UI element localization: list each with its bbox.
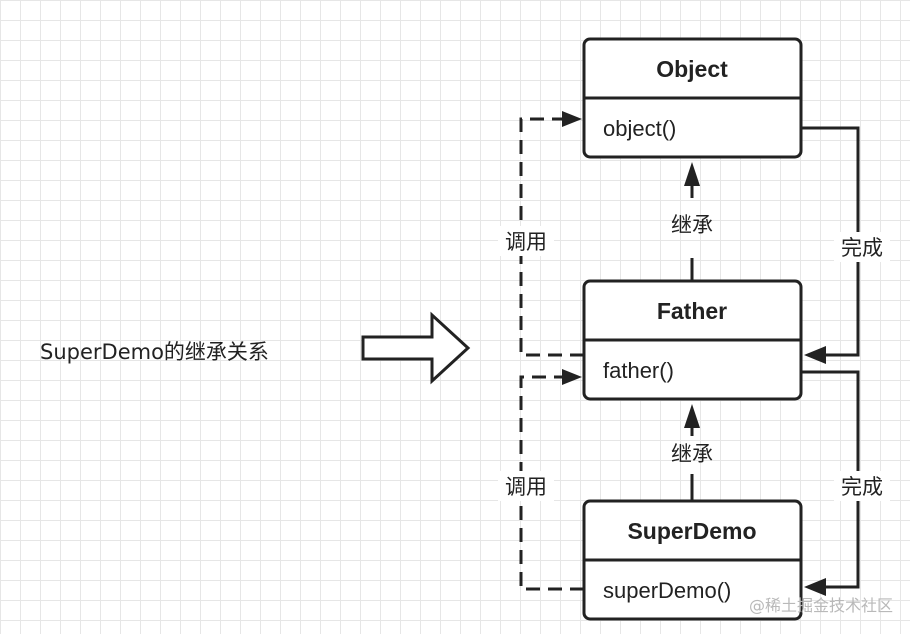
- call-arrow-superdemo-father: [519, 369, 584, 591]
- label-bg-complete-1: [834, 232, 890, 262]
- label-inherit-1: 继承: [671, 213, 713, 237]
- class-name-father: Father: [657, 298, 727, 324]
- label-inherit-2: 继承: [671, 442, 713, 466]
- method-object: object(): [603, 116, 676, 141]
- method-father: father(): [603, 358, 674, 383]
- label-call-2: 调用: [505, 475, 547, 499]
- class-name-object: Object: [656, 56, 728, 82]
- class-box-father: Father father(): [582, 279, 803, 401]
- label-call-1: 调用: [505, 230, 547, 254]
- label-bg-call-2: [498, 471, 554, 501]
- class-box-superdemo: SuperDemo superDemo(): [582, 499, 803, 621]
- method-superdemo: superDemo(): [603, 578, 731, 603]
- inherit-arrow-father-object: [684, 162, 700, 281]
- watermark: @稀土掘金技术社区: [749, 596, 893, 615]
- label-complete-2: 完成: [841, 475, 883, 499]
- big-right-arrow-icon: [361, 311, 471, 385]
- class-box-object: Object object(): [582, 37, 803, 159]
- inherit-arrow-superdemo-father: [684, 404, 700, 501]
- class-name-superdemo: SuperDemo: [627, 518, 756, 544]
- label-bg-call-1: [498, 226, 554, 256]
- diagram-caption: SuperDemo的继承关系: [40, 340, 269, 364]
- label-complete-1: 完成: [841, 236, 883, 260]
- label-bg-complete-2: [834, 471, 890, 501]
